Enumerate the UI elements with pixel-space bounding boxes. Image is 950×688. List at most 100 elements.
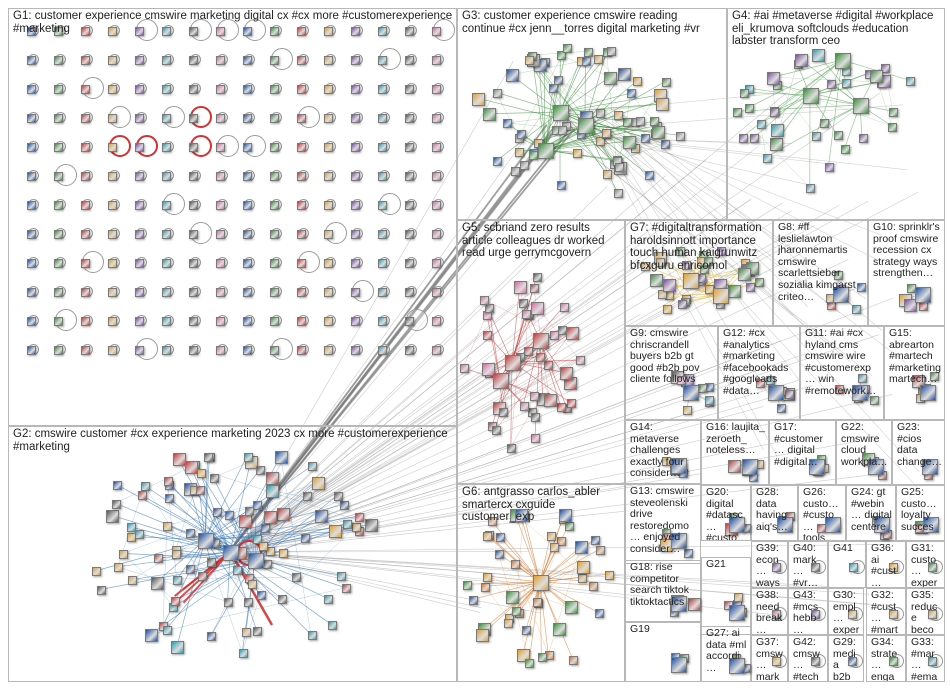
user-node[interactable] — [516, 130, 526, 140]
user-node[interactable] — [243, 452, 253, 462]
user-node[interactable] — [242, 55, 252, 65]
user-node[interactable] — [431, 26, 441, 36]
hub-node[interactable] — [553, 105, 569, 121]
user-node[interactable] — [242, 316, 252, 326]
user-node[interactable] — [404, 142, 414, 152]
hub-node[interactable] — [868, 458, 885, 475]
user-node[interactable] — [676, 131, 686, 141]
user-node[interactable] — [558, 126, 568, 136]
user-node[interactable] — [633, 77, 643, 87]
user-node[interactable] — [323, 113, 333, 123]
user-node[interactable] — [556, 180, 566, 190]
user-node[interactable] — [377, 55, 387, 65]
user-node[interactable] — [161, 171, 171, 181]
user-node[interactable] — [253, 627, 263, 637]
user-node[interactable] — [80, 84, 90, 94]
hub-node[interactable] — [533, 333, 549, 349]
user-node[interactable] — [483, 330, 493, 340]
user-node[interactable] — [431, 229, 441, 239]
user-node[interactable] — [575, 541, 589, 555]
hub-node[interactable] — [729, 658, 745, 675]
user-node[interactable] — [529, 391, 539, 401]
user-node[interactable] — [188, 287, 198, 297]
user-node[interactable] — [26, 84, 36, 94]
user-node[interactable] — [505, 69, 519, 83]
user-node[interactable] — [209, 474, 219, 484]
user-node[interactable] — [354, 512, 364, 522]
user-node[interactable] — [323, 594, 333, 604]
user-node[interactable] — [53, 113, 63, 123]
user-node[interactable] — [188, 316, 198, 326]
user-node[interactable] — [705, 396, 715, 406]
user-node[interactable] — [564, 522, 574, 532]
user-node[interactable] — [161, 142, 171, 152]
user-node[interactable] — [462, 580, 472, 590]
user-node[interactable] — [431, 258, 441, 268]
user-node[interactable] — [404, 287, 414, 297]
user-node[interactable] — [856, 283, 866, 293]
user-node[interactable] — [503, 119, 513, 129]
user-node[interactable] — [26, 171, 36, 181]
user-node[interactable] — [350, 287, 360, 297]
user-node[interactable] — [215, 258, 225, 268]
user-node[interactable] — [869, 69, 883, 83]
user-node[interactable] — [26, 229, 36, 239]
user-node[interactable] — [546, 532, 556, 542]
user-node[interactable] — [684, 548, 694, 558]
user-node[interactable] — [576, 561, 590, 575]
user-node[interactable] — [296, 258, 306, 268]
user-node[interactable] — [377, 200, 387, 210]
user-node[interactable] — [134, 287, 144, 297]
user-node[interactable] — [161, 55, 171, 65]
user-node[interactable] — [80, 142, 90, 152]
user-node[interactable] — [519, 401, 529, 411]
user-node[interactable] — [491, 426, 501, 436]
user-node[interactable] — [96, 586, 106, 596]
user-node[interactable] — [521, 309, 531, 319]
user-node[interactable] — [651, 125, 665, 139]
user-node[interactable] — [858, 374, 868, 384]
user-node[interactable] — [655, 257, 665, 267]
user-node[interactable] — [745, 283, 755, 293]
user-node[interactable] — [558, 508, 572, 522]
user-node[interactable] — [215, 229, 225, 239]
user-node[interactable] — [161, 229, 171, 239]
user-node[interactable] — [627, 89, 637, 99]
user-node[interactable] — [350, 113, 360, 123]
hub-node[interactable] — [832, 287, 849, 304]
user-node[interactable] — [195, 486, 205, 496]
user-node[interactable] — [771, 657, 781, 667]
user-node[interactable] — [296, 287, 306, 297]
user-node[interactable] — [739, 88, 749, 98]
user-node[interactable] — [377, 84, 387, 94]
user-node[interactable] — [596, 109, 606, 119]
user-node[interactable] — [431, 171, 441, 181]
user-node[interactable] — [185, 564, 195, 574]
user-node[interactable] — [495, 532, 505, 542]
user-node[interactable] — [550, 542, 560, 552]
user-node[interactable] — [119, 549, 128, 559]
user-node[interactable] — [530, 412, 540, 422]
user-node[interactable] — [269, 258, 279, 268]
user-node[interactable] — [604, 570, 614, 580]
user-node[interactable] — [327, 620, 337, 630]
user-node[interactable] — [198, 571, 208, 581]
user-node[interactable] — [550, 330, 560, 340]
user-node[interactable] — [296, 113, 306, 123]
user-node[interactable] — [266, 471, 280, 485]
user-node[interactable] — [812, 48, 826, 62]
hub-node[interactable] — [851, 384, 868, 401]
hub-node[interactable] — [729, 604, 745, 621]
user-node[interactable] — [510, 560, 520, 570]
user-node[interactable] — [161, 287, 171, 297]
user-node[interactable] — [594, 608, 604, 618]
user-node[interactable] — [114, 563, 124, 573]
user-node[interactable] — [242, 26, 252, 36]
user-node[interactable] — [315, 510, 329, 524]
hub-node[interactable] — [741, 458, 758, 475]
hub-node[interactable] — [729, 517, 745, 534]
user-node[interactable] — [531, 433, 541, 443]
user-node[interactable] — [918, 302, 928, 312]
user-node[interactable] — [172, 549, 182, 559]
user-node[interactable] — [350, 142, 360, 152]
